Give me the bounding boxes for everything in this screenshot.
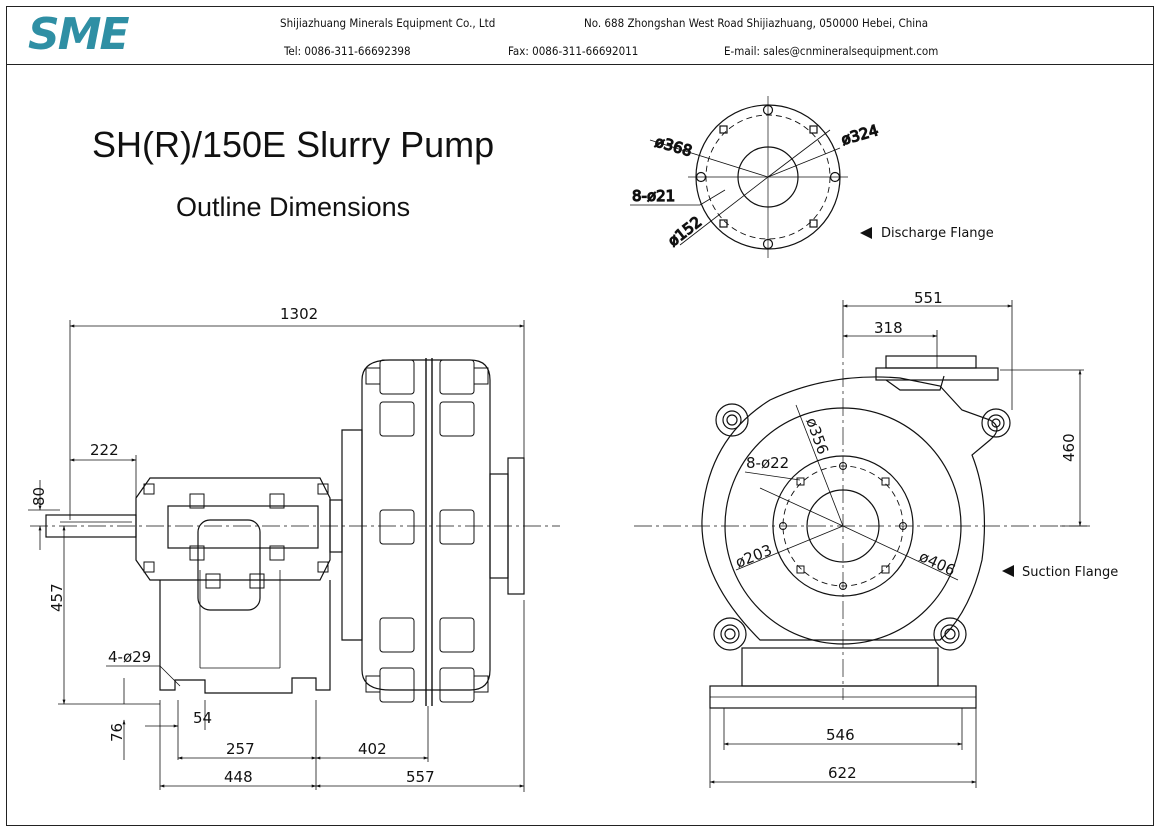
- dim-suction-holes: 8-ø22: [746, 454, 789, 472]
- discharge-nozzle-flange: [875, 367, 999, 381]
- dim-suction-bore: ø203: [733, 541, 775, 572]
- frame-window: [197, 519, 261, 611]
- company-tel: Tel: 0086-311-66692398: [284, 44, 411, 58]
- dim-to-outlet: 557: [406, 768, 435, 786]
- suction-flange-side: [507, 457, 525, 595]
- dim-foot-width: 54: [193, 709, 212, 727]
- company-fax: Fax: 0086-311-66692011: [508, 44, 639, 58]
- drawing-subtitle: Outline Dimensions: [176, 192, 411, 222]
- company-name: Shijiazhuang Minerals Equipment Co., Ltd: [280, 16, 496, 30]
- dim-center-height: 457: [48, 583, 66, 612]
- volute-casing: [701, 376, 998, 641]
- discharge-flange-label: Discharge Flange: [881, 226, 994, 241]
- casing-inner-circle: [724, 407, 962, 645]
- discharge-flange-view: ø368 ø324 8-ø21 ø152: [630, 96, 881, 258]
- dim-discharge-outer: ø368: [653, 133, 694, 161]
- casing-cover: [341, 429, 363, 641]
- suction-flange-label: Suction Flange: [1022, 565, 1118, 580]
- dim-discharge-height: 460: [1060, 433, 1078, 462]
- dim-base-outer: 622: [828, 764, 857, 782]
- dim-suction-outer: ø406: [916, 547, 958, 579]
- dim-shaft-offset: 80: [30, 487, 48, 506]
- pedestal: [159, 580, 331, 694]
- dim-overall-width: 551: [914, 289, 943, 307]
- dim-suction-bolt-circle: ø356: [802, 415, 832, 457]
- dim-foot-span: 257: [226, 740, 255, 758]
- front-view: [634, 340, 1090, 709]
- suction-outer-circle: [772, 455, 914, 597]
- bearing-housing: [135, 477, 331, 581]
- casing-lugs: [713, 403, 1011, 651]
- frame-bolts: [143, 483, 329, 589]
- dim-foot-holes: 4-ø29: [108, 648, 151, 666]
- drawing-title: SH(R)/150E Slurry Pump: [92, 124, 495, 165]
- dim-discharge-bore: ø152: [664, 213, 705, 250]
- dim-discharge-bolt-circle: ø324: [839, 121, 880, 149]
- header-divider: [6, 64, 1154, 65]
- logo-text: SME: [28, 9, 130, 60]
- dim-shaft-ext: 222: [90, 441, 119, 459]
- dim-discharge-holes: 8-ø21: [632, 187, 675, 205]
- pump-casing: [361, 359, 491, 691]
- drawing-frame: [6, 6, 1154, 826]
- company-email: E-mail: sales@cnmineralsequipment.com: [724, 44, 939, 58]
- dim-base-thickness: 76: [108, 723, 126, 742]
- leader-d368: [649, 139, 769, 178]
- dim-overall-length: 1302: [280, 305, 318, 323]
- company-address: No. 688 Zhongshan West Road Shijiazhuang…: [584, 16, 929, 30]
- suction-bore-circle: [806, 489, 880, 563]
- company-logo: SME: [28, 12, 158, 58]
- dim-discharge-offset: 318: [874, 319, 903, 337]
- dim-to-casing: 402: [358, 740, 387, 758]
- dim-base-inner: 546: [826, 726, 855, 744]
- casing-bolts: [365, 359, 489, 703]
- front-view-dimensions: [709, 300, 1090, 788]
- side-view-dimensions: [28, 320, 525, 792]
- suction-pointer-icon: [1002, 565, 1014, 577]
- bearing-inner: [167, 505, 319, 549]
- side-view: [30, 358, 560, 706]
- discharge-pointer-icon: [860, 227, 872, 239]
- dim-base-length: 448: [224, 768, 253, 786]
- suction-bolt-holes: [779, 462, 907, 590]
